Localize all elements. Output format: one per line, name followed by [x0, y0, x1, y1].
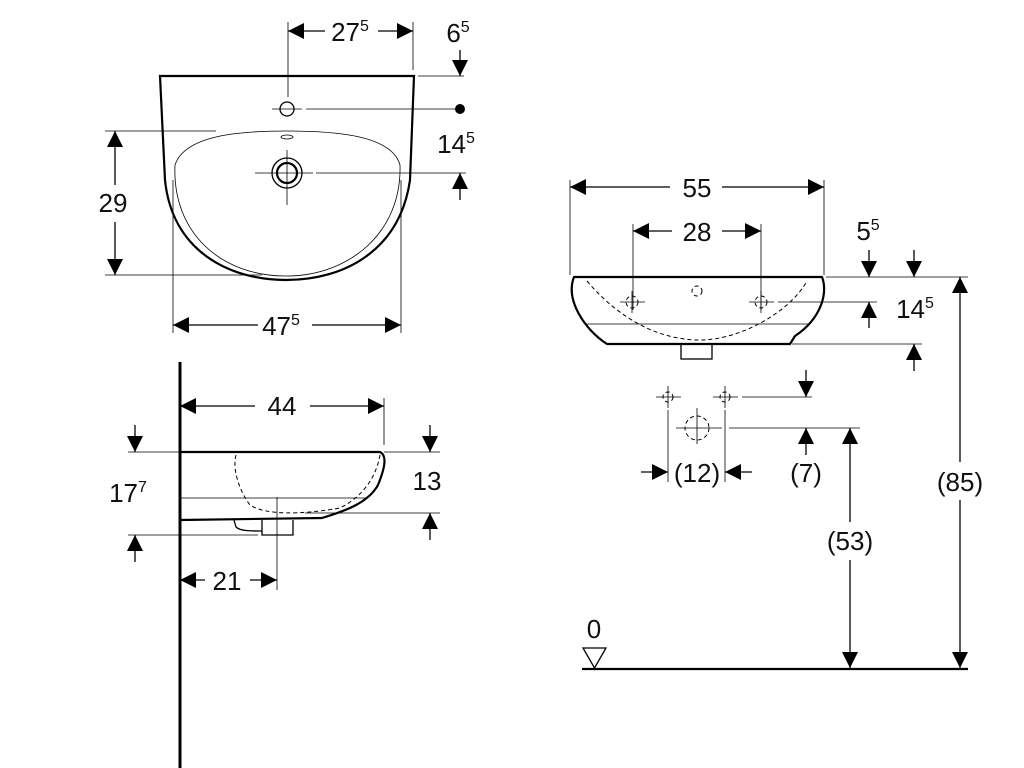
- dim-rim-height-floor: (85): [937, 467, 983, 497]
- dim-projection: 44: [268, 391, 297, 421]
- dim-tap-offset: 65: [446, 18, 469, 48]
- front-view: 55 28 55 145: [569, 173, 983, 671]
- dim-tap-spacing: 275: [331, 17, 369, 47]
- waste-connection: [676, 408, 722, 444]
- dim-front-width: 55: [683, 173, 712, 203]
- basin-bowl: [174, 130, 401, 277]
- floor-level-marker: [581, 647, 608, 670]
- basin-outline: [158, 74, 416, 282]
- dim-waste-height: (53): [827, 526, 873, 556]
- top-view: 275 65 145 29 475: [99, 17, 475, 341]
- dim-rim-height: 13: [413, 466, 442, 496]
- dim-supply-offset: (7): [790, 458, 822, 488]
- dim-rim-to-tap: 55: [856, 216, 879, 246]
- trap: [233, 519, 263, 532]
- supply-right: [713, 386, 738, 408]
- dim-dot: [455, 104, 465, 114]
- floor-level-label: 0: [587, 614, 601, 644]
- tap-hole-left: [620, 291, 645, 313]
- dim-supply-spacing: (12): [674, 458, 720, 488]
- basin-front: [570, 275, 826, 346]
- dim-tap-centers: 28: [683, 217, 712, 247]
- dim-tap-to-waste: 145: [437, 129, 475, 159]
- dim-waste-distance: 21: [213, 566, 242, 596]
- overflow: [280, 134, 294, 140]
- basin-profile: [179, 450, 386, 522]
- dim-depth: 29: [99, 188, 128, 218]
- supply-left: [656, 386, 681, 408]
- dim-tap-to-bottom: 145: [896, 294, 934, 324]
- dim-total-height: 177: [109, 478, 147, 508]
- tap-hole-right: [749, 291, 774, 313]
- waste-pipe: [261, 520, 294, 536]
- dim-width: 475: [262, 311, 300, 341]
- waste-pipe: [680, 343, 713, 360]
- side-view: 44 177 13 21: [109, 362, 441, 768]
